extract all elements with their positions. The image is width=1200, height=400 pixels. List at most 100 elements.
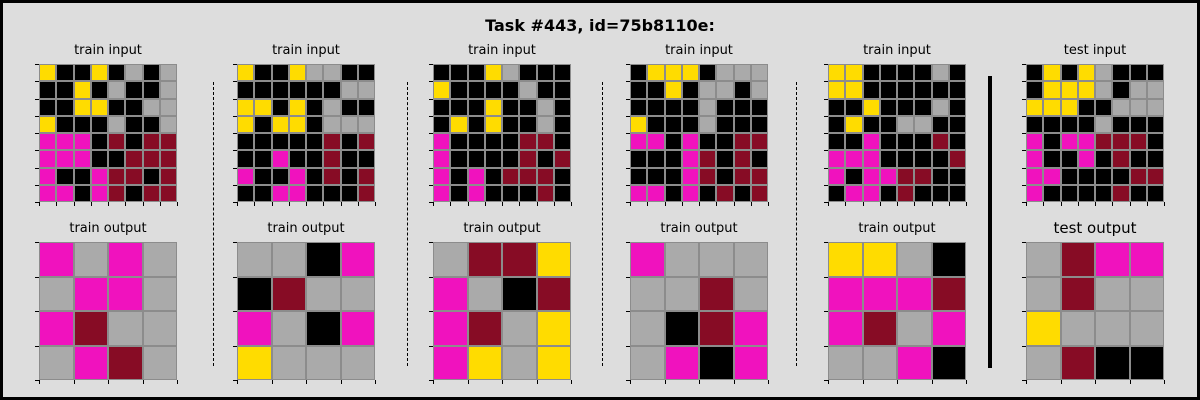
train-input-grid xyxy=(630,64,768,202)
axis-tick xyxy=(73,380,75,384)
axis-tick xyxy=(39,202,40,206)
grid-cell xyxy=(553,64,571,82)
grid-cell xyxy=(288,98,306,116)
grid-cell xyxy=(828,276,863,311)
grid-cell xyxy=(340,242,375,277)
axis-tick xyxy=(626,150,630,152)
grid-cell xyxy=(39,311,74,346)
grid-cell xyxy=(467,81,485,99)
grid-cell xyxy=(664,242,699,277)
axis-tick xyxy=(177,202,178,206)
grid-cell xyxy=(142,150,160,168)
axis-tick xyxy=(519,202,521,206)
grid-cell xyxy=(699,242,734,277)
axis-tick xyxy=(828,202,829,206)
grid-cell xyxy=(288,115,306,133)
grid-cell xyxy=(536,184,554,202)
axis-tick xyxy=(1022,150,1026,152)
axis-tick xyxy=(824,184,828,186)
grid-cell xyxy=(553,98,571,116)
axis-tick xyxy=(553,202,555,206)
grid-cell xyxy=(323,98,341,116)
grid-cell xyxy=(1060,81,1078,99)
grid-cell xyxy=(108,311,143,346)
axis-tick xyxy=(879,202,881,206)
grid-cell xyxy=(681,81,699,99)
grid-cell xyxy=(948,133,966,151)
grid-cell xyxy=(681,167,699,185)
axis-tick xyxy=(626,276,630,278)
grid-cell xyxy=(897,81,915,99)
grid-cell xyxy=(237,64,255,82)
axis-tick xyxy=(35,133,39,134)
grid-cell xyxy=(237,81,255,99)
axis-tick xyxy=(502,202,503,206)
grid-cell xyxy=(56,167,74,185)
axis-tick xyxy=(1022,380,1026,381)
grid-cell xyxy=(142,64,160,82)
grid-cell xyxy=(931,311,966,346)
grid-cell xyxy=(433,64,451,82)
grid-cell xyxy=(502,242,537,277)
axis-tick xyxy=(630,202,631,206)
grid-cell xyxy=(39,242,74,277)
grid-cell xyxy=(254,115,272,133)
axis-tick xyxy=(1022,98,1026,100)
grid-cell xyxy=(1129,311,1164,346)
grid-cell xyxy=(1026,115,1044,133)
grid-cell xyxy=(914,81,932,99)
grid-cell xyxy=(716,133,734,151)
grid-cell xyxy=(931,133,949,151)
grid-cell xyxy=(450,133,468,151)
train-output-label: train output xyxy=(69,221,147,236)
axis-tick xyxy=(681,202,683,206)
grid-cell xyxy=(845,184,863,202)
grid-cell xyxy=(467,98,485,116)
grid-cell xyxy=(519,133,537,151)
grid-cell xyxy=(862,276,897,311)
grid-cell xyxy=(630,64,648,82)
grid-cell xyxy=(502,276,537,311)
grid-cell xyxy=(1129,345,1164,380)
axis-tick xyxy=(429,242,433,243)
grid-cell xyxy=(484,150,502,168)
grid-cell xyxy=(142,184,160,202)
grid-cell xyxy=(484,64,502,82)
grid-cell xyxy=(647,98,665,116)
axis-tick xyxy=(73,202,75,206)
grid-cell xyxy=(879,167,897,185)
grid-cell xyxy=(467,242,502,277)
test-input-grid xyxy=(1026,64,1164,202)
axis-tick xyxy=(914,202,916,206)
axis-tick xyxy=(429,150,433,152)
grid-cell xyxy=(553,115,571,133)
grid-cell xyxy=(306,64,324,82)
axis-tick xyxy=(375,202,376,206)
grid-cell xyxy=(1112,133,1130,151)
grid-cell xyxy=(681,150,699,168)
axis-tick xyxy=(233,133,237,134)
axis-tick xyxy=(433,380,434,384)
axis-tick xyxy=(429,64,433,65)
grid-cell xyxy=(340,133,358,151)
train-output-label: train output xyxy=(660,221,738,236)
train-input-grid xyxy=(39,64,177,202)
grid-cell xyxy=(357,98,375,116)
pair-separator xyxy=(407,82,408,366)
axis-tick xyxy=(571,380,572,384)
grid-cell xyxy=(630,345,665,380)
grid-cell xyxy=(237,276,272,311)
grid-cell xyxy=(1026,64,1044,82)
grid-cell xyxy=(433,184,451,202)
grid-cell xyxy=(1060,242,1095,277)
grid-cell xyxy=(1095,345,1130,380)
axis-tick xyxy=(824,380,828,381)
grid-cell xyxy=(716,115,734,133)
grid-cell xyxy=(1026,345,1061,380)
grid-cell xyxy=(1129,98,1147,116)
axis-tick xyxy=(233,81,237,83)
axis-tick xyxy=(306,380,307,384)
train-output-label: train output xyxy=(463,221,541,236)
grid-cell xyxy=(254,64,272,82)
axis-tick xyxy=(1022,311,1026,312)
